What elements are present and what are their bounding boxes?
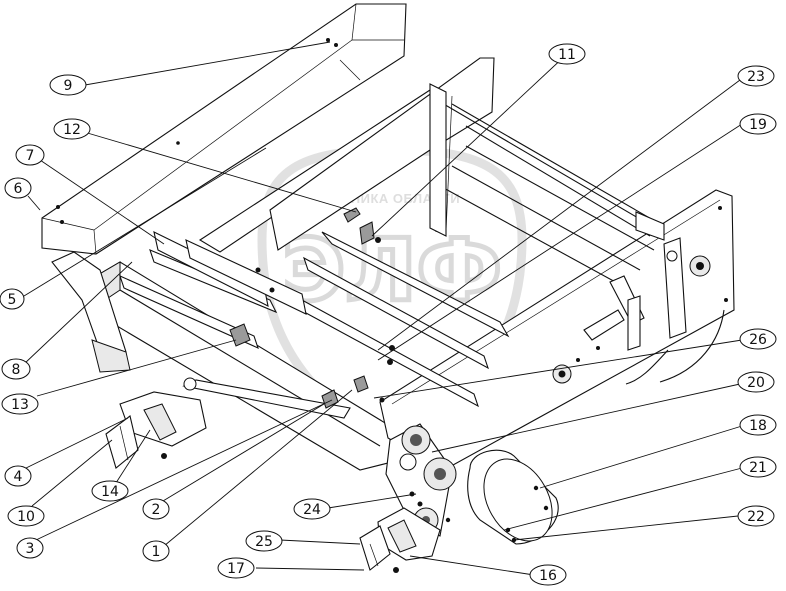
- callout-label: 16: [539, 568, 557, 584]
- callout-14: 14: [91, 480, 129, 502]
- callout-16: 16: [529, 564, 567, 586]
- callout-3: 3: [16, 537, 44, 559]
- callout-label: 11: [558, 47, 576, 63]
- callout-5: 5: [0, 288, 25, 310]
- right-plate-mechanism: [552, 206, 728, 385]
- callout-label: 14: [101, 484, 119, 500]
- callout-label: 5: [8, 292, 17, 308]
- drum-roller: [467, 449, 559, 545]
- callout-label: 17: [227, 561, 245, 577]
- callout-18: 18: [739, 414, 777, 436]
- drive-gear-assembly: [385, 423, 457, 537]
- callout-label: 6: [14, 181, 23, 197]
- lower-shaft-and-brackets: [105, 323, 369, 469]
- callout-label: 23: [747, 69, 765, 85]
- callout-label: 22: [747, 509, 765, 525]
- callout-6: 6: [4, 177, 32, 199]
- top-cover-panel: [41, 3, 407, 255]
- callout-25: 25: [245, 530, 283, 552]
- callout-8: 8: [1, 358, 31, 380]
- callout-label: 13: [11, 397, 29, 413]
- callout-2: 2: [142, 498, 170, 520]
- callout-24: 24: [293, 498, 331, 520]
- callout-7: 7: [15, 144, 45, 166]
- callout-label: 18: [749, 418, 767, 434]
- callout-10: 10: [7, 505, 45, 527]
- callout-17: 17: [217, 557, 255, 579]
- callout-label: 19: [749, 117, 767, 133]
- callout-21: 21: [739, 456, 777, 478]
- callout-label: 3: [26, 541, 35, 557]
- callout-26: 26: [739, 328, 777, 350]
- lower-mount-assembly: [359, 507, 451, 573]
- callouts: 9 12 7 6 5 8 13 4: [0, 43, 777, 586]
- leader-lines: [21, 41, 743, 576]
- callout-label: 12: [63, 122, 81, 138]
- callout-19: 19: [739, 113, 777, 135]
- callout-20: 20: [737, 371, 775, 393]
- callout-label: 9: [64, 78, 73, 94]
- callout-13: 13: [1, 393, 39, 415]
- callout-11: 11: [548, 43, 586, 65]
- callout-9: 9: [49, 74, 87, 96]
- callout-12: 12: [53, 118, 91, 140]
- callout-label: 7: [26, 148, 35, 164]
- callout-label: 26: [749, 332, 767, 348]
- callout-label: 24: [303, 502, 321, 518]
- callout-4: 4: [4, 465, 32, 487]
- callout-label: 2: [152, 502, 161, 518]
- callout-label: 1: [152, 544, 161, 560]
- callout-23: 23: [737, 65, 775, 87]
- main-frame: [51, 57, 735, 471]
- callout-label: 20: [747, 375, 765, 391]
- callout-label: 4: [14, 469, 23, 485]
- callout-label: 8: [12, 362, 21, 378]
- callout-label: 10: [17, 509, 35, 525]
- callout-1: 1: [142, 540, 170, 562]
- callout-label: 21: [749, 460, 767, 476]
- callout-22: 22: [737, 505, 775, 527]
- callout-label: 25: [255, 534, 273, 550]
